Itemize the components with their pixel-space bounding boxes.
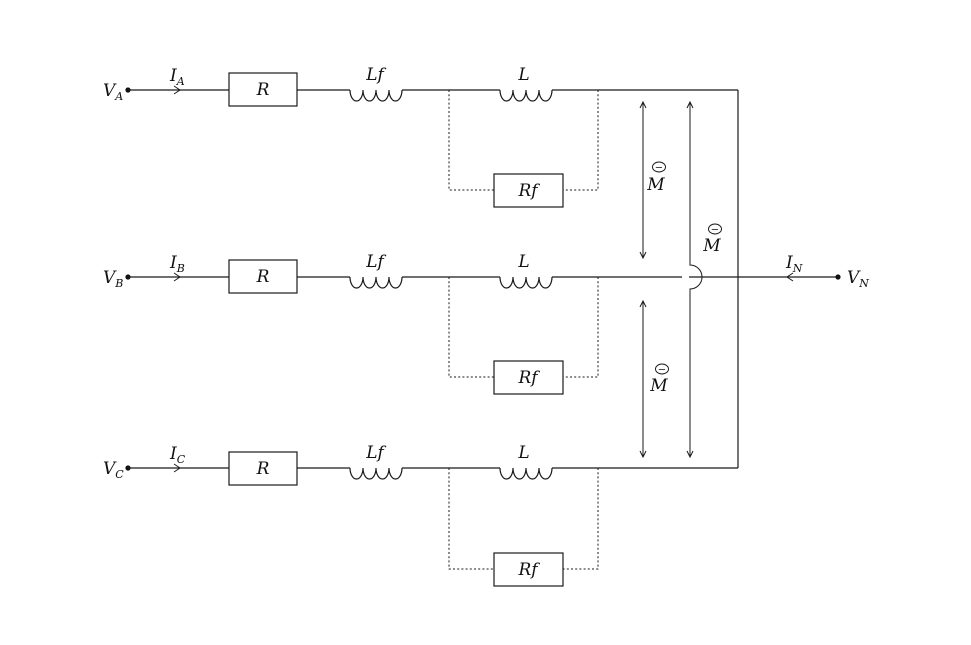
phase-b-resistor (228, 259, 298, 294)
phase-b-voltage-label: VB (103, 268, 123, 290)
phase-c-voltage-label: VC (103, 459, 124, 481)
phase-c-resistor-label: R (256, 459, 270, 479)
phase-a-current-arrow (173, 85, 181, 95)
phase-a-branch: VA IA R Lf L Rf (103, 65, 738, 208)
phase-a-filter-inductor (349, 89, 403, 102)
mutual-ac-accent-mark: − (711, 225, 719, 236)
phase-b-filter-inductor-label: Lf (365, 252, 386, 272)
phase-b-filter-inductor (349, 276, 403, 289)
mutual-ab-accent (652, 161, 666, 173)
phase-b-filter-path (563, 277, 599, 378)
mutual-bc-arrowhead (639, 299, 647, 308)
mutual-bc-accent-mark: − (658, 365, 666, 376)
neutral-bus: IN VN (737, 90, 869, 468)
mutual-ab-label: M (646, 175, 665, 195)
mutual-inductance-ab: − M (639, 100, 666, 260)
mutual-ac-accent (708, 223, 722, 235)
mutual-bc-arrowhead (639, 450, 647, 459)
phase-a-resistor-label: R (256, 80, 270, 100)
phase-a-inductor-label: L (517, 65, 529, 85)
neutral-current-label: IN (785, 253, 803, 275)
neutral-node (835, 274, 841, 280)
phase-b-filter-resistor (493, 360, 564, 395)
phase-c-inductor (499, 467, 553, 480)
phase-b-current-arrow (173, 272, 181, 282)
mutual-ac-arrow-line (689, 103, 703, 456)
phase-a-voltage-label: VA (103, 81, 123, 103)
mutual-inductance-ac: − M (682, 100, 722, 459)
phase-b-inductor (499, 276, 553, 289)
phase-b-current-label: IB (169, 253, 185, 275)
phase-a-current-label: IA (169, 66, 185, 88)
mutual-ac-arrowhead (686, 100, 694, 109)
phase-a-inductor (499, 89, 553, 102)
mutual-inductance-bc: − M (639, 299, 669, 459)
mutual-ac-label: M (702, 236, 721, 256)
phase-a-filter-resistor (493, 173, 564, 208)
phase-c-current-arrow (173, 463, 181, 473)
phase-c-inductor-label: L (517, 443, 529, 463)
mutual-ac-hop-mask (682, 270, 689, 284)
phase-b-filter-resistor-label: Rf (517, 368, 540, 388)
phase-a-filter-path (448, 90, 494, 191)
phase-b-branch: VB IB R Lf L Rf (103, 252, 838, 395)
phase-a-filter-path (563, 90, 599, 191)
phase-c-current-label: IC (169, 444, 186, 466)
mutual-bc-label: M (649, 376, 668, 396)
phase-c-filter-path (448, 468, 494, 570)
phase-c-filter-resistor-label: Rf (517, 560, 540, 580)
mutual-ab-accent-mark: − (655, 163, 663, 174)
phase-a-filter-inductor-label: Lf (365, 65, 386, 85)
phase-a-resistor (228, 72, 298, 107)
mutual-ab-arrowhead (639, 251, 647, 260)
phase-a-filter-resistor-label: Rf (517, 181, 540, 201)
phase-c-filter-resistor (493, 552, 564, 587)
phase-b-resistor-label: R (256, 267, 270, 287)
phase-c-resistor (228, 451, 298, 486)
phase-c-filter-path (563, 468, 599, 570)
phase-c-filter-inductor-label: Lf (365, 443, 386, 463)
neutral-current-arrow (786, 272, 794, 282)
neutral-voltage-label: VN (847, 268, 869, 290)
phase-b-filter-path (448, 277, 494, 378)
mutual-ac-arrowhead (686, 450, 694, 459)
phase-b-inductor-label: L (517, 252, 529, 272)
phase-c-branch: VC IC R Lf L Rf (103, 443, 738, 587)
mutual-ab-arrowhead (639, 100, 647, 109)
phase-c-filter-inductor (349, 467, 403, 480)
mutual-bc-accent (655, 363, 669, 375)
